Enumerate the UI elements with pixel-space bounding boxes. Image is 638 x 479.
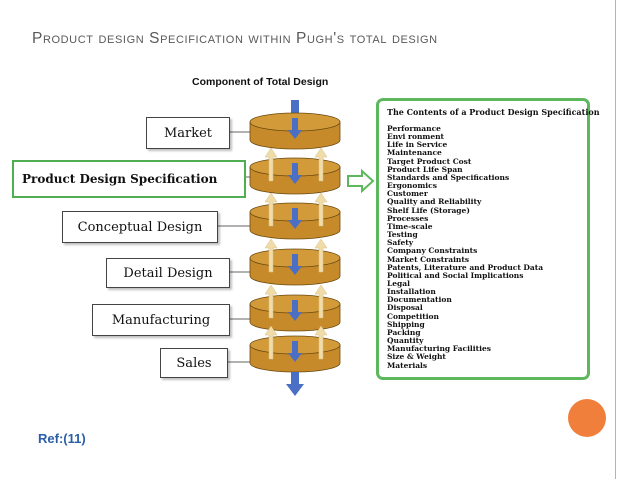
pds-contents-item: Materials <box>387 360 428 370</box>
pds-contents-item: Installation <box>387 287 436 297</box>
pds-contents-item: Customer <box>387 189 428 199</box>
up-arrow-icon <box>264 147 278 182</box>
pds-contents-item: Quality and Reliability <box>387 197 482 207</box>
pds-contents-item: Company Constraints <box>387 246 478 256</box>
down-arrow-icon <box>286 372 304 396</box>
stage-detail-design: Detail Design <box>106 258 230 288</box>
up-arrow-icon <box>264 192 278 227</box>
pds-contents-item: Market Constraints <box>387 254 470 264</box>
pds-pointer-arrow <box>347 168 375 194</box>
up-arrow-icon <box>314 238 328 273</box>
pds-contents-item: Target Product Cost <box>387 156 472 166</box>
up-arrow-icon <box>314 325 328 360</box>
pds-contents-item: Time-scale <box>387 221 433 231</box>
down-arrow-icon <box>288 208 302 229</box>
stage-product-design-specification: Product Design Specification <box>12 160 246 198</box>
reference-label: Ref:(11) <box>38 431 86 446</box>
pds-contents-box: The Contents of a Product Design Specifi… <box>376 98 600 380</box>
stage-market: Market <box>146 117 230 149</box>
stage-sales: Sales <box>160 348 228 378</box>
diagram-subtitle: Component of Total Design <box>192 76 329 88</box>
pds-contents-item: Patents, Literature and Product Data <box>387 262 544 272</box>
pds-contents-item: Performance <box>387 124 441 133</box>
pds-contents-item: Manufacturing Facilities <box>387 344 491 354</box>
up-arrow-icon <box>264 238 278 273</box>
pds-contents-heading: The Contents of a Product Design Specifi… <box>387 107 600 117</box>
slide-title: Product design Specification within Pugh… <box>32 30 438 47</box>
down-arrow-icon <box>288 163 302 184</box>
pds-contents-item: Shipping <box>387 319 425 329</box>
pds-contents-item: Quantity <box>387 336 424 346</box>
up-arrow-icon <box>264 325 278 360</box>
corner-decoration-dot <box>568 399 606 437</box>
down-arrow-icon <box>288 254 302 275</box>
stage-conceptual-design: Conceptual Design <box>62 211 218 243</box>
pds-contents-item: Political and Social Implications <box>387 270 524 280</box>
pds-contents-item: Processes <box>387 213 429 223</box>
down-arrow-icon <box>288 341 302 362</box>
disc-stack <box>249 100 341 396</box>
pds-contents-item: Documentation <box>387 295 452 305</box>
pds-contents-item: Maintenance <box>387 148 442 158</box>
up-arrow-icon <box>314 284 328 319</box>
up-arrow-icon <box>314 147 328 182</box>
pds-contents-item: Legal <box>387 278 410 288</box>
pds-contents-item: Testing <box>387 230 418 240</box>
pds-contents-item: Shelf Life (Storage) <box>387 205 470 215</box>
pds-contents-item: Ergonomics <box>387 181 437 191</box>
pds-contents-item: Packing <box>387 327 421 337</box>
up-arrow-icon <box>314 192 328 227</box>
pds-contents-item: Product Life Span <box>387 164 463 174</box>
pds-contents-item: Disposal <box>387 303 423 313</box>
pds-contents-item: Size & Weight <box>387 352 446 362</box>
down-arrow-icon <box>288 118 302 139</box>
up-arrow-icon <box>264 284 278 319</box>
pds-contents-item: Envi ronment <box>387 132 445 142</box>
decorative-vertical-line <box>615 0 616 479</box>
pds-contents-item: Competition <box>387 311 440 321</box>
pds-contents-item: Safety <box>387 238 414 248</box>
stage-manufacturing: Manufacturing <box>92 304 230 336</box>
pds-contents-item: Life in Service <box>387 140 448 150</box>
down-arrow-icon <box>288 300 302 321</box>
pds-contents-item: Standards and Specifications <box>387 172 510 182</box>
